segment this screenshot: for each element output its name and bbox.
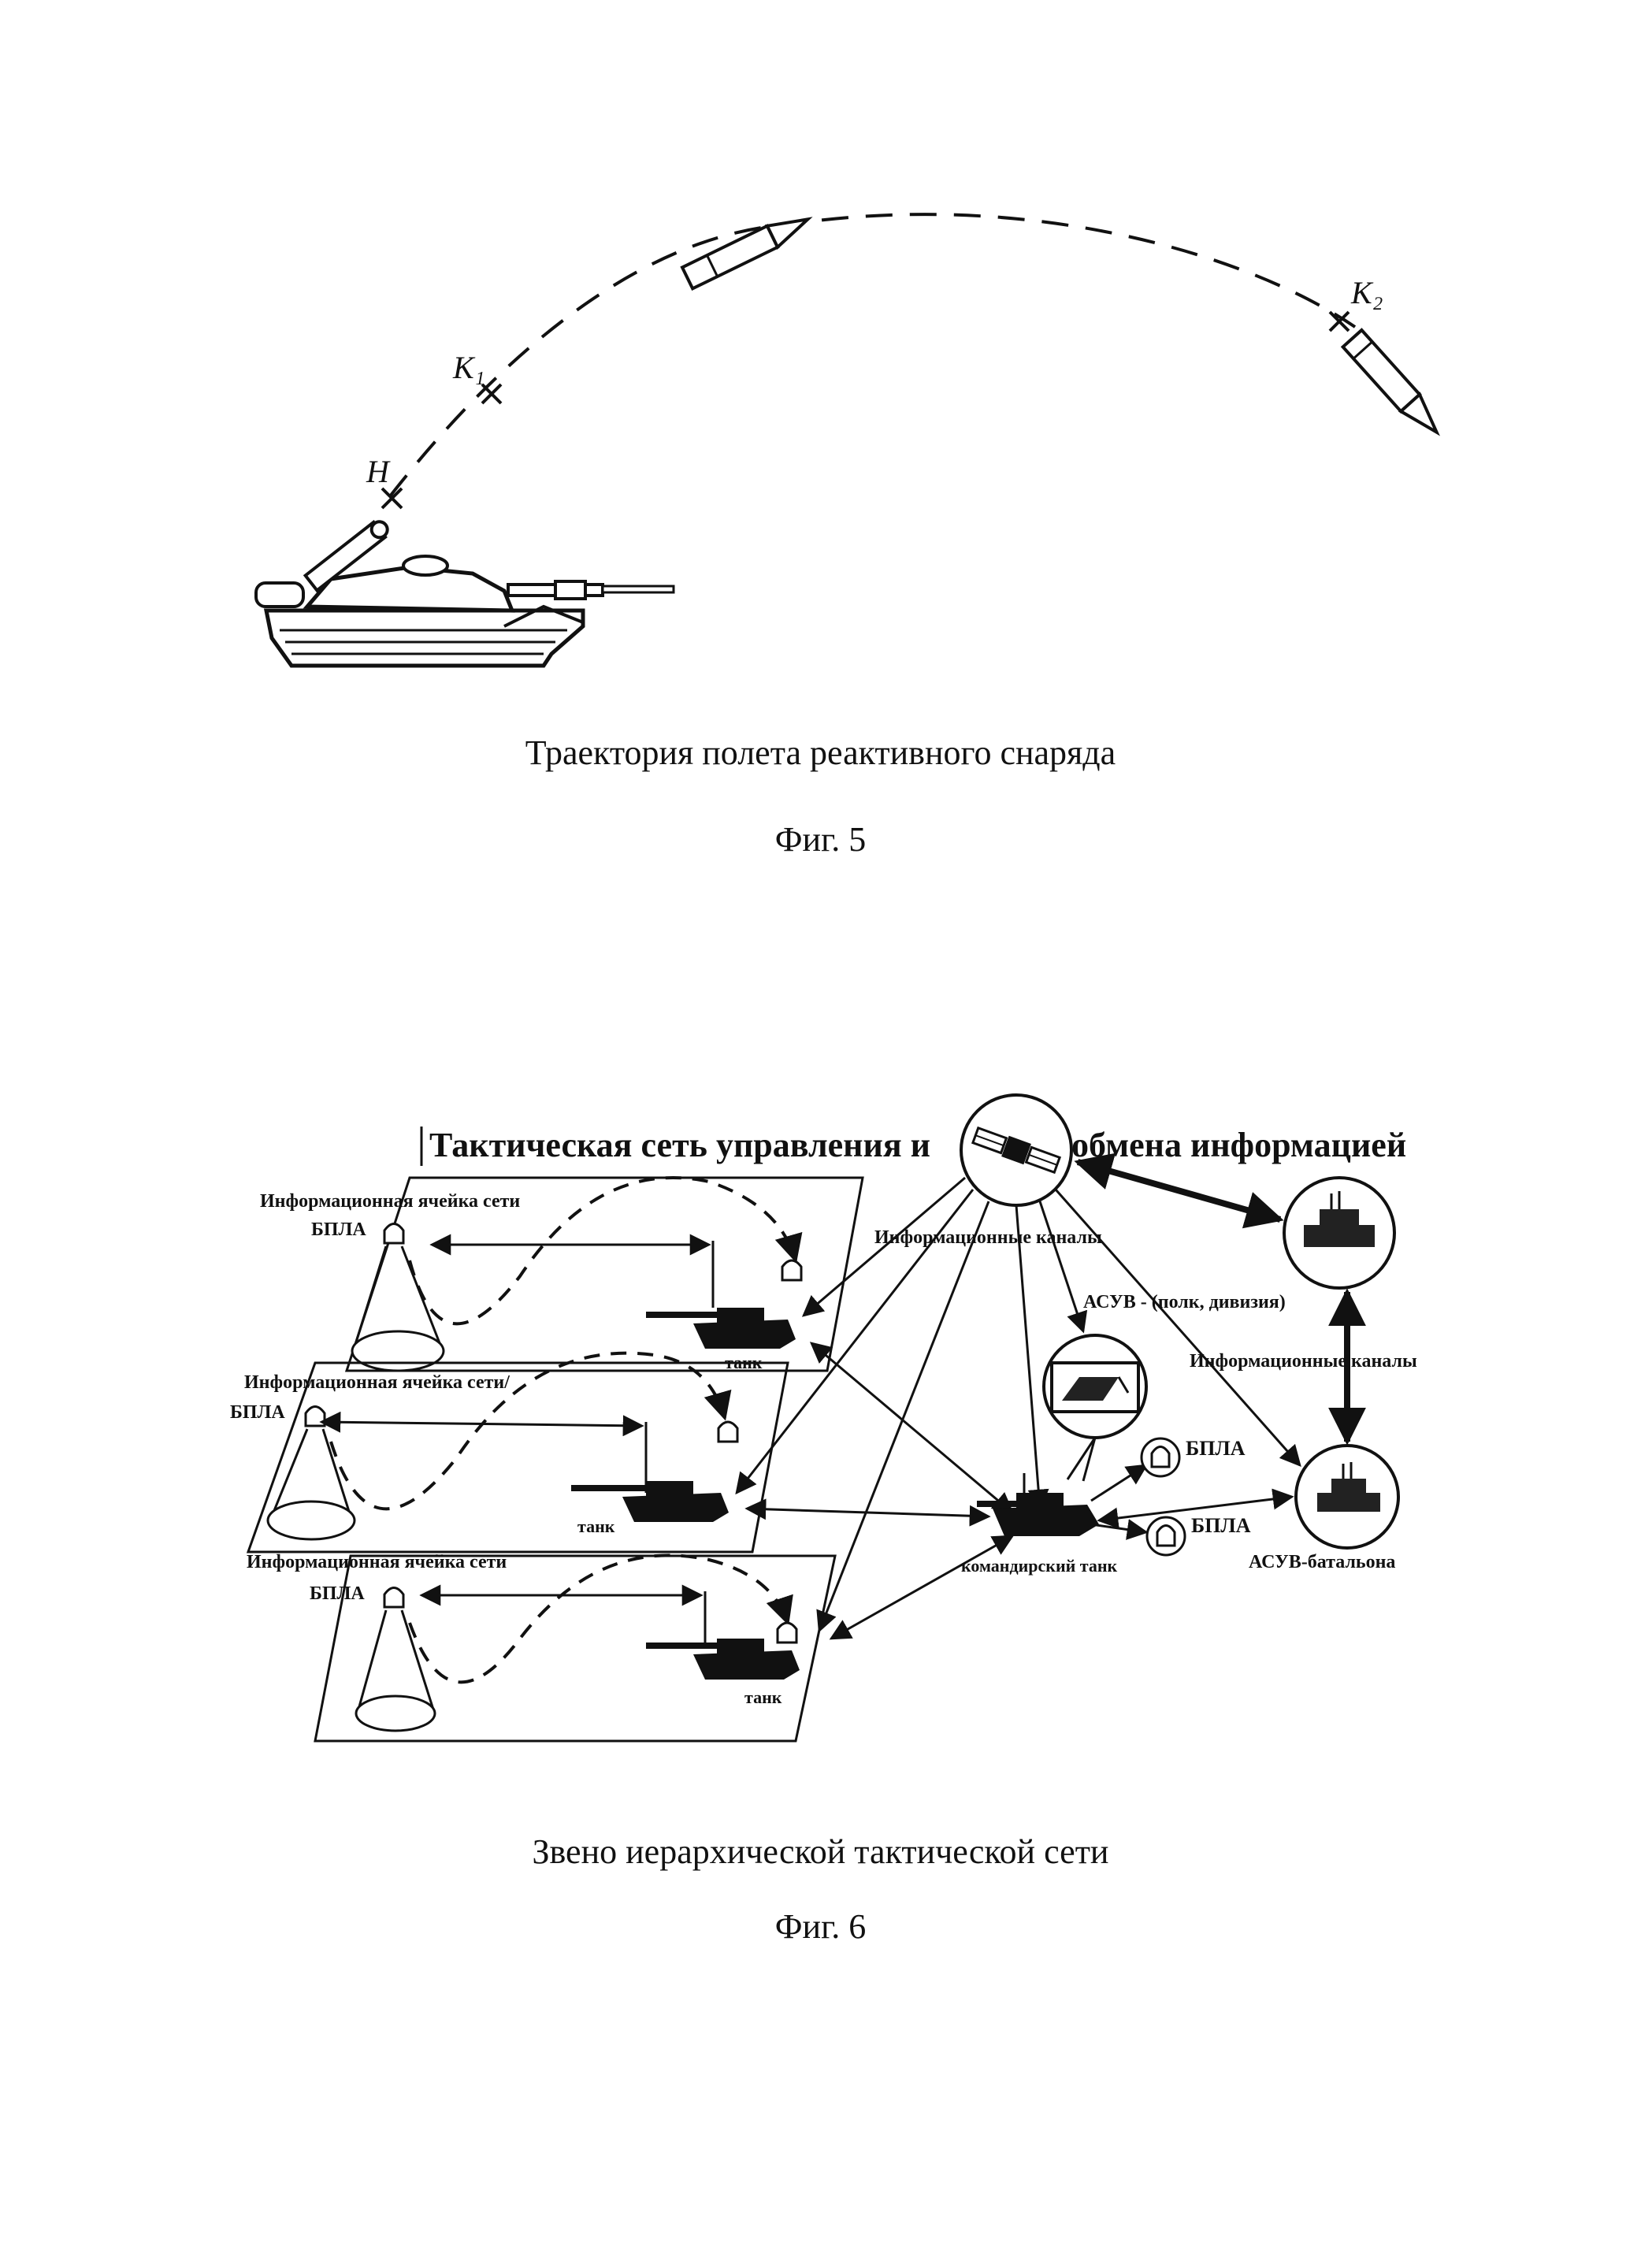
uav-icon: [776, 1621, 798, 1644]
commander-uav-2: [1145, 1516, 1186, 1557]
launcher-tank-icon: [254, 520, 675, 668]
figure-6-caption: Звено иерархической тактической сети: [532, 1832, 1109, 1871]
armored-vehicle-icon: [1304, 1191, 1375, 1247]
uav-icon: [781, 1259, 803, 1282]
cell-1-label: Информационная ячейка сети: [260, 1191, 520, 1212]
cell-1-uav-label: БПЛА: [311, 1219, 366, 1240]
uav-icon: [717, 1420, 739, 1443]
computer-node: [1042, 1334, 1148, 1482]
cell-3-tank-label: танк: [744, 1687, 782, 1707]
armored-vehicle-icon: [1317, 1462, 1380, 1512]
link-satellite-regiment: [1074, 1153, 1284, 1229]
network-cell-3: Информационная ячейка сети БПЛА танк: [247, 1552, 837, 1743]
uav-icon: [383, 1223, 405, 1245]
point-k1-marker: [481, 383, 503, 405]
commander-links: [744, 1342, 1294, 1640]
figure-5-caption: Траектория полета реактивного снаряда: [525, 733, 1116, 772]
uav-icon: [1156, 1524, 1176, 1547]
cell-2-uav-label: БПЛА: [230, 1402, 285, 1423]
point-k1-label: K₁: [452, 350, 485, 385]
commander-tank-label: командирский танк: [961, 1556, 1118, 1576]
acsu-regiment-label: АСУВ - (полк, дивизия): [1083, 1292, 1286, 1312]
point-h-label: H: [366, 454, 391, 489]
satellite-node: [960, 1093, 1073, 1207]
cell-2-label: Информационная ячейка сети/: [244, 1372, 510, 1393]
satellite-icon: [971, 1126, 1062, 1175]
laptop-icon: [1050, 1361, 1140, 1413]
uav-icon: [1150, 1446, 1171, 1468]
network-cell-1: Информационная ячейка сети БПЛА танк: [260, 1176, 864, 1372]
commander-uav-2-label: БПЛА: [1191, 1514, 1251, 1537]
figure-5-trajectory: H K₁ K₂: [254, 213, 1440, 668]
point-k2-marker: [1328, 310, 1350, 332]
uav-coverage-cone: [357, 1609, 435, 1710]
uav-icon: [383, 1587, 405, 1609]
cell-2-tank-label: танк: [577, 1516, 615, 1536]
uav-coverage-cone: [270, 1428, 352, 1517]
cell-3-label: Информационная ячейка сети: [247, 1552, 507, 1572]
tank-icon: [646, 1639, 800, 1680]
network-title-right: обмена информацией: [1071, 1126, 1406, 1164]
commander-uav-1-label: БПЛА: [1186, 1437, 1246, 1460]
cell-3-uav-label: БПЛА: [310, 1583, 365, 1604]
acsu-battalion-label: АСУВ-батальона: [1249, 1552, 1395, 1572]
point-h-marker: [381, 487, 403, 510]
channels-right-label: Информационные каналы: [1190, 1351, 1417, 1372]
commander-tank-icon: [977, 1473, 1099, 1536]
rocket-descending-icon: [1340, 328, 1440, 436]
network-title-left: Тактическая сеть управления и: [429, 1126, 930, 1164]
rocket-ascending-icon: [680, 217, 813, 291]
commander-uav-1: [1140, 1437, 1181, 1478]
tank-icon: [646, 1308, 796, 1349]
network-cell-2: Информационная ячейка сети/ БПЛА танк: [230, 1351, 789, 1553]
tank-icon: [571, 1481, 729, 1522]
acsu-battalion-node: [1294, 1444, 1400, 1550]
acsu-regiment-node: [1283, 1176, 1396, 1290]
figure-6-number: Фиг. 6: [774, 1907, 867, 1946]
point-k2-label: K₂: [1350, 275, 1383, 310]
figure-5-number: Фиг. 5: [774, 820, 867, 859]
channels-top-label: Информационные каналы: [874, 1227, 1102, 1248]
